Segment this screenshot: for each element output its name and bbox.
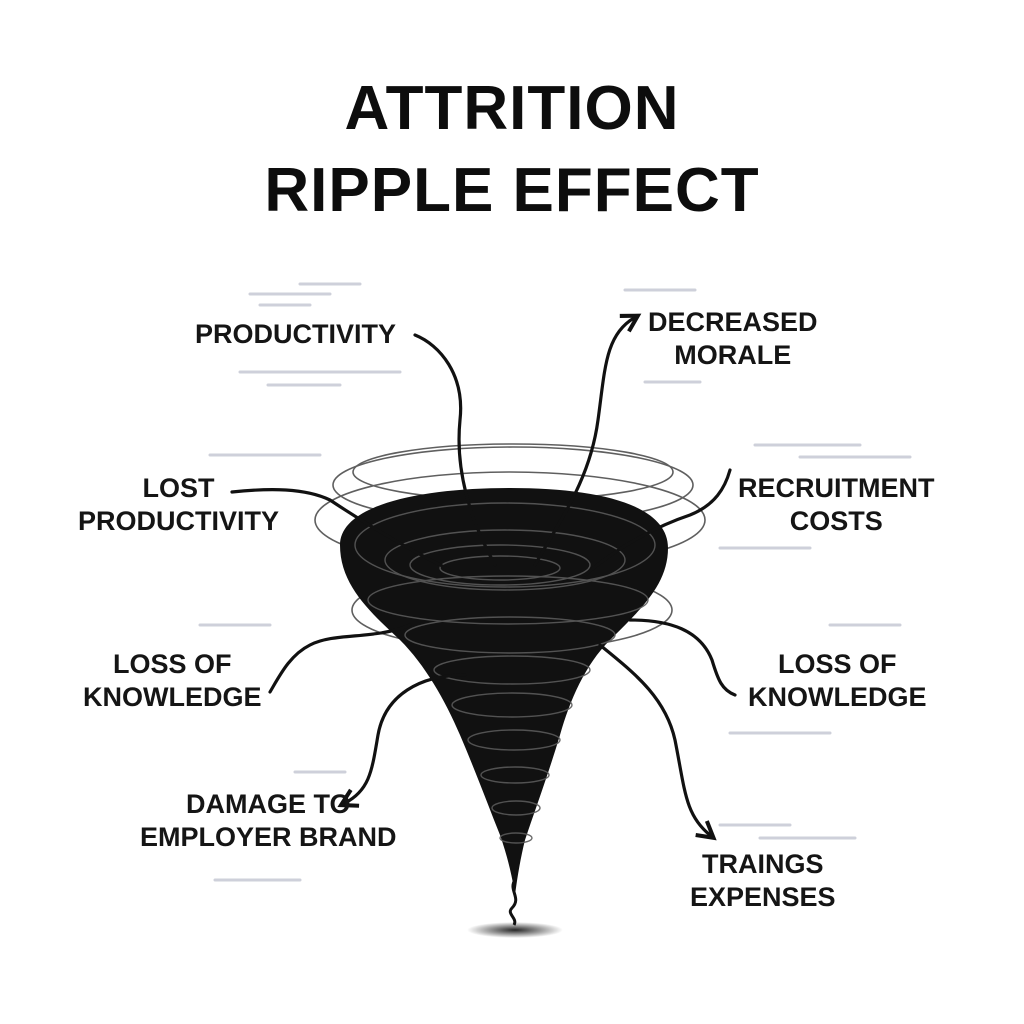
label-line: EMPLOYER BRAND (140, 822, 397, 852)
title-line-1: ATTRITION (344, 74, 680, 143)
label-productivity: PRODUCTIVITY (195, 318, 396, 351)
label-lost-productivity: LOST PRODUCTIVITY (78, 472, 279, 538)
ripple-arrows (230, 313, 737, 841)
label-line: LOSS OF (777, 649, 897, 679)
label-damage-to-employer-brand: DAMAGE TO EMPLOYER BRAND (140, 788, 397, 854)
label-line: KNOWLEDGE (748, 682, 927, 712)
label-line: LOSS OF (112, 649, 232, 679)
speed-lines (198, 282, 912, 882)
label-traings-expenses: TRAINGS EXPENSES (690, 848, 836, 914)
label-line: DAMAGE TO (186, 789, 351, 819)
label-line: DECREASED (648, 307, 818, 337)
label-line: MORALE (674, 340, 792, 370)
label-line: TRAINGS (702, 849, 824, 879)
label-line: LOST (142, 473, 215, 503)
label-line: PRODUCTIVITY (78, 506, 280, 536)
title-line-2: RIPPLE EFFECT (264, 156, 760, 225)
label-line: COSTS (789, 506, 883, 536)
label-loss-of-knowledge-left: LOSS OF KNOWLEDGE (83, 648, 262, 714)
label-line: PRODUCTIVITY (195, 319, 397, 349)
label-decreased-morale: DECREASED MORALE (648, 306, 818, 372)
tornado-shadow (467, 922, 563, 938)
label-line: KNOWLEDGE (83, 682, 262, 712)
tornado-icon (314, 443, 706, 926)
label-recruitment-costs: RECRUITMENT COSTS (738, 472, 935, 538)
label-line: RECRUITMENT (738, 473, 935, 503)
label-line: EXPENSES (690, 882, 836, 912)
label-loss-of-knowledge-right: LOSS OF KNOWLEDGE (748, 648, 927, 714)
